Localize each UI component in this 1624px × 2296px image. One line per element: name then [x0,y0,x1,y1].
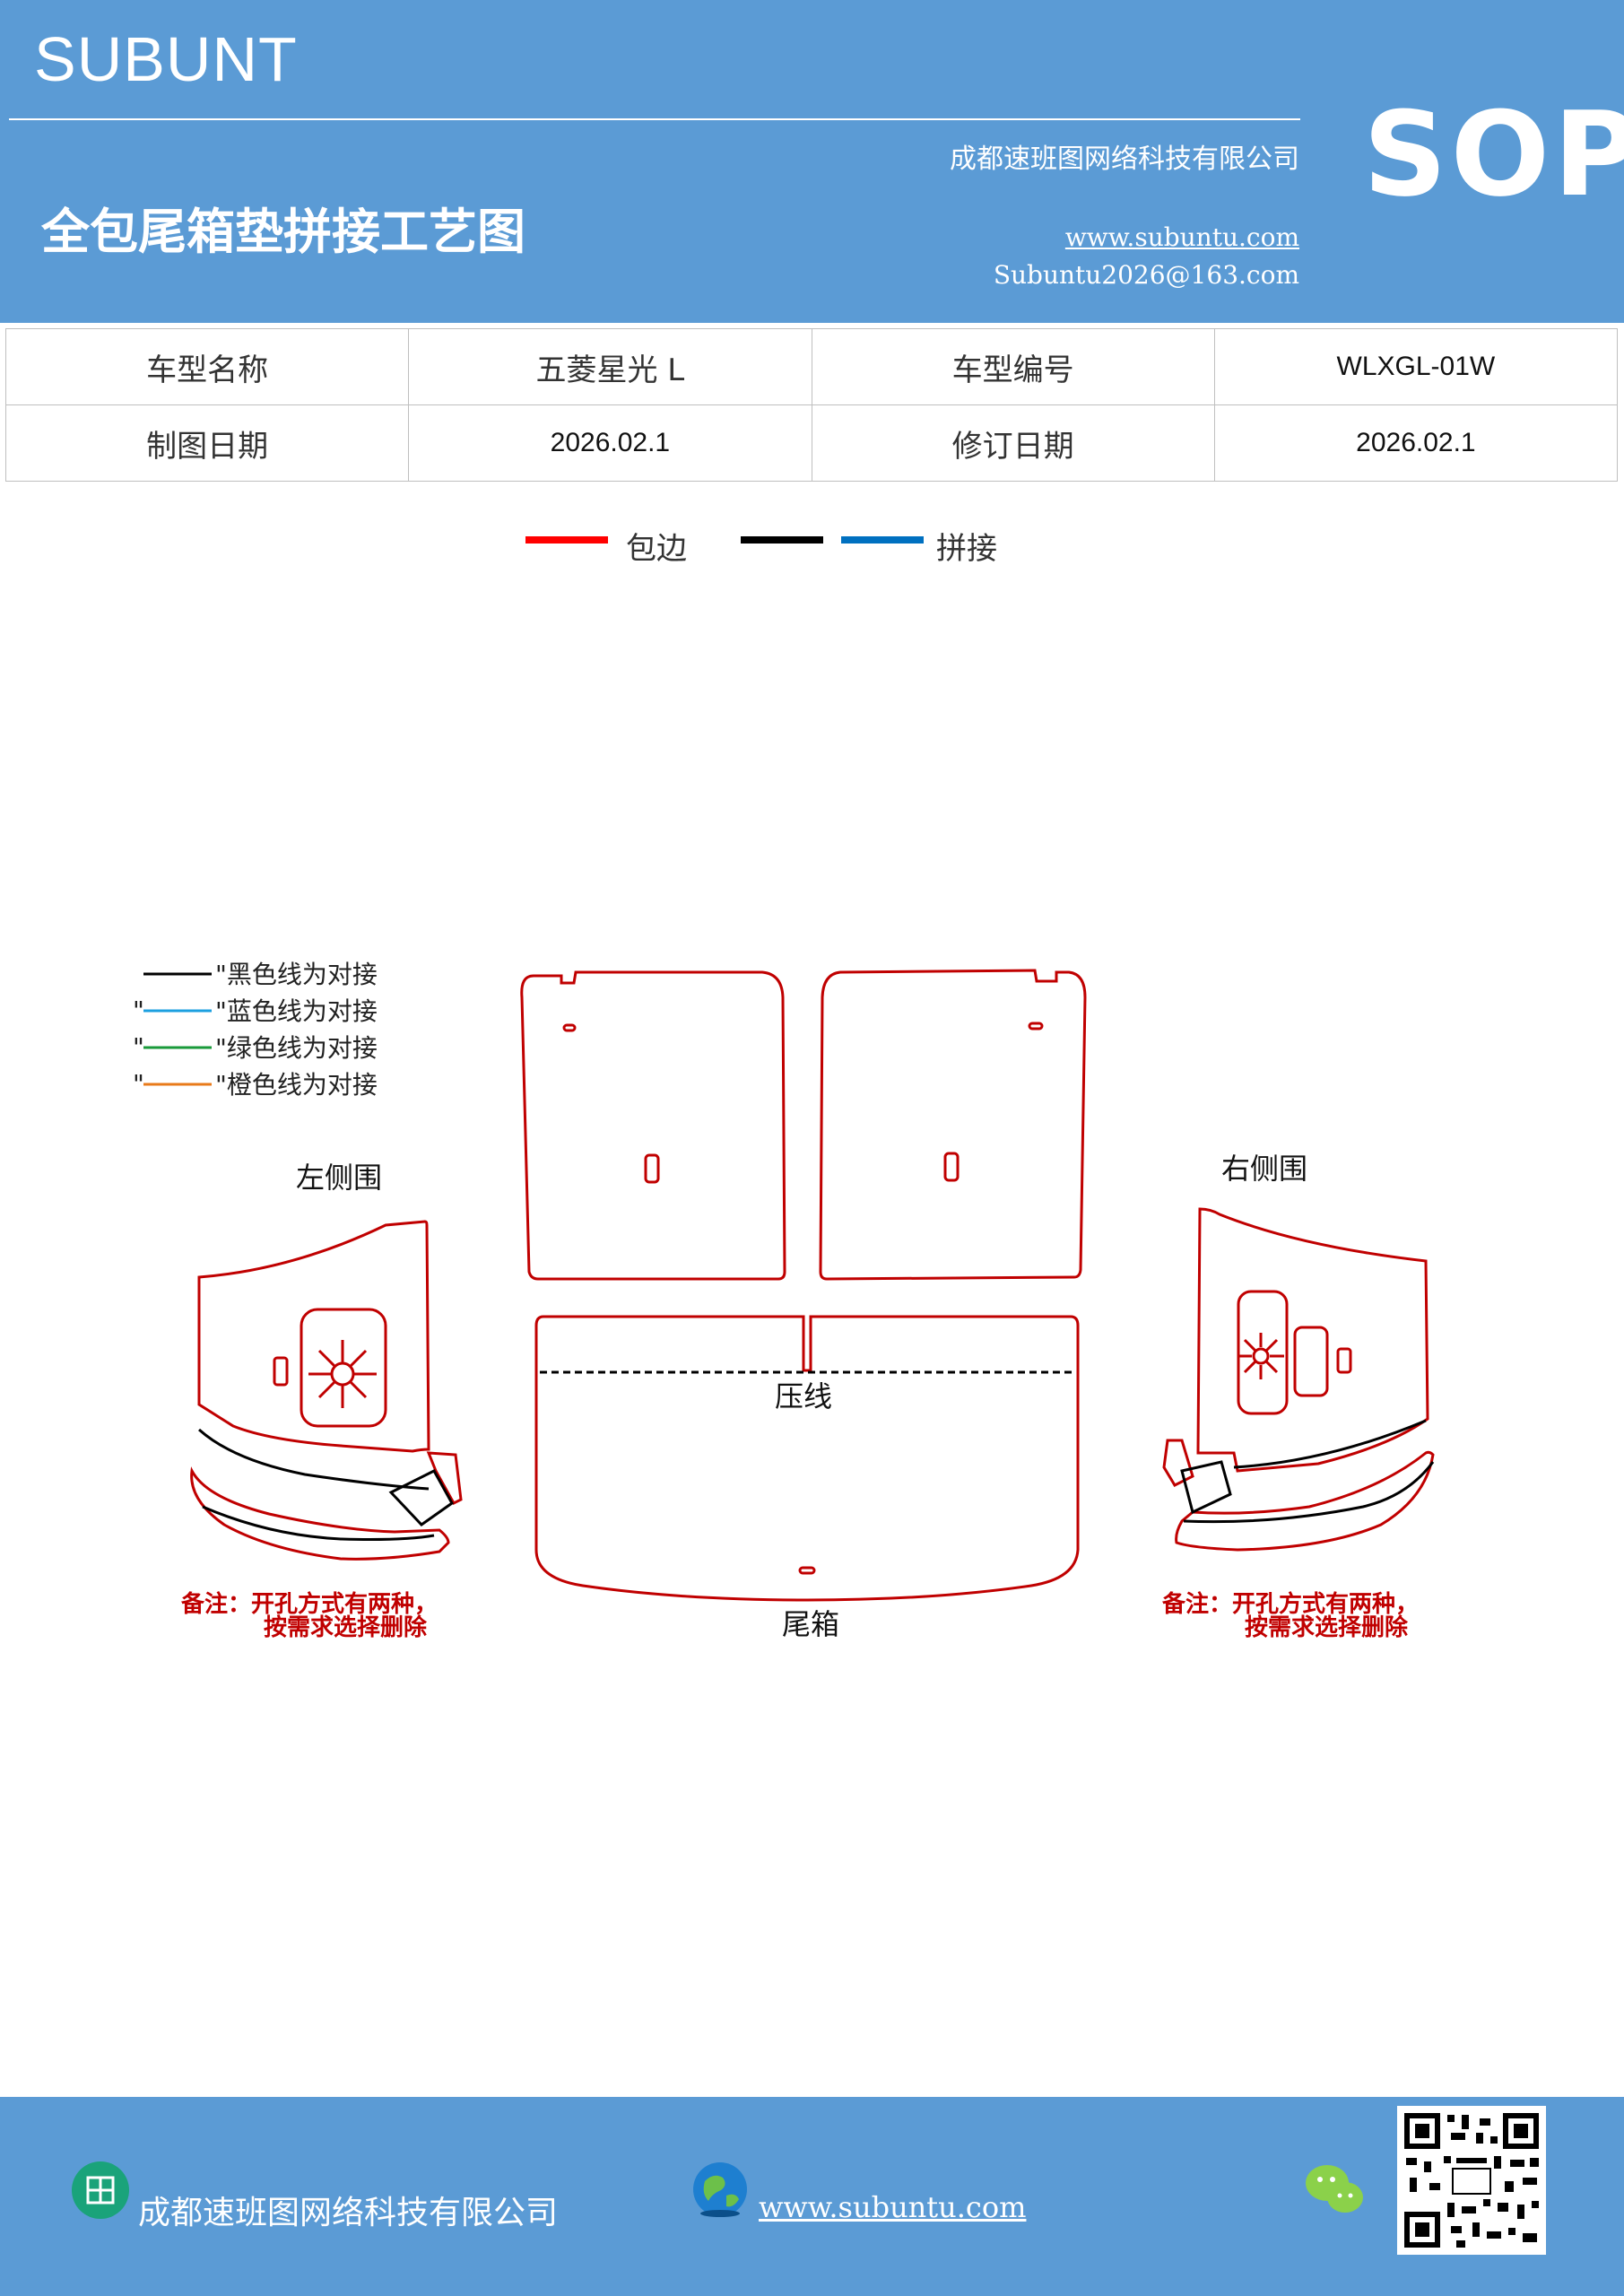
color-legend: 包边 拼接 [0,520,1624,574]
panel-right-side [1196,1207,1429,1473]
slot-hole [644,1153,660,1184]
panel-right-lower-strip [1175,1450,1435,1552]
globe-icon [690,2160,750,2219]
label-left-side: 左侧围 [296,1161,382,1195]
label-trunk: 尾箱 [782,1607,839,1641]
legend-quote: " [133,996,144,1025]
panel-left-tab [426,1451,463,1505]
note-right-line2: 按需求选择删除 [1245,1613,1409,1641]
slot-hole [798,1566,816,1575]
page-title: 全包尾箱垫拼接工艺图 [41,204,525,260]
panel-trunk-floor [534,1315,1080,1602]
label-cell: 车型名称 [4,328,410,405]
panel-top-right [819,969,1087,1281]
legend-label-join: 拼接 [936,531,997,567]
label-cell: 修订日期 [811,404,1215,482]
label-right-side: 右侧围 [1221,1152,1307,1186]
note-right-line1: 备注：开孔方式有两种， [1161,1590,1419,1618]
sun-pattern-icon [1238,1333,1284,1379]
label-crease: 压线 [775,1379,832,1413]
vehicle-info-table: 车型名称 五菱星光 L 车型编号 WLXGL-01W 制图日期 2026.02.… [4,328,1619,482]
slot-hole [943,1152,960,1182]
label-cell: 制图日期 [4,404,410,482]
table-row: 制图日期 2026.02.1 修订日期 2026.02.1 [4,404,1619,482]
qr-code[interactable] [1397,2106,1546,2255]
join-line-right-tab [1180,1460,1232,1515]
legend-red-swatch [525,536,608,544]
footer-website-link[interactable]: www.subuntu.com [759,2190,1027,2224]
wechat-icon[interactable] [1302,2161,1367,2222]
legend-black-swatch [741,536,823,544]
value-cell: 2026.02.1 [408,404,812,482]
legend-line-orange-label: "橙色线为对接 [215,1070,378,1100]
line-legend: "黑色线为对接 " "蓝色线为对接 " "绿色线为对接 " "橙色线为对接 [133,960,378,1100]
legend-line-green-label: "绿色线为对接 [215,1033,378,1063]
join-line-right [1233,1419,1427,1469]
slot-hole [273,1356,289,1387]
join-line-right-lower [1183,1461,1435,1524]
header-company: 成都速班图网络科技有限公司 [950,144,1299,175]
legend-line-black-label: "黑色线为对接 [215,960,378,989]
value-cell: 2026.02.1 [1213,404,1619,482]
join-line-left-tab [388,1469,454,1526]
pocket-left [300,1308,387,1428]
value-cell: 五菱星光 L [408,328,812,405]
note-left-line2: 按需求选择删除 [264,1613,428,1641]
footer-company: 成都速班图网络科技有限公司 [138,2195,559,2231]
pocket-right [1237,1290,1289,1415]
panel-left-lower-strip [190,1466,450,1561]
trunk-mat-drawing: "黑色线为对接 " "蓝色线为对接 " "绿色线为对接 " "橙色线为对接 [133,960,1435,1641]
sun-pattern-icon [308,1340,377,1408]
legend-quote: " [133,1032,144,1062]
legend-blue-swatch [841,536,924,544]
legend-quote: " [133,1069,144,1099]
join-line-left-lower [202,1505,435,1541]
building-icon [72,2161,129,2219]
join-line-left [198,1428,430,1491]
slot-hole [562,1023,577,1032]
panel-left-side [197,1220,430,1453]
sop-badge: SOP [1363,86,1624,222]
header-email: Subuntu2026@163.com [993,260,1299,290]
header-divider [9,118,1300,120]
table-row: 车型名称 五菱星光 L 车型编号 WLXGL-01W [4,328,1619,405]
value-cell: WLXGL-01W [1213,328,1619,405]
panel-right-tab [1162,1439,1194,1487]
legend-line-blue-label: "蓝色线为对接 [215,996,378,1026]
panel-top-left [520,970,786,1281]
slot-hole [1336,1347,1352,1374]
brand-logo-text: SUBUNT [34,24,298,94]
footer-banner: 成都速班图网络科技有限公司 www.subuntu.com [0,2097,1624,2296]
header-website-link[interactable]: www.subuntu.com [1064,222,1299,252]
label-cell: 车型编号 [811,328,1215,405]
legend-label-edge: 包边 [626,531,687,567]
slot-hole [1293,1326,1329,1397]
note-left-line1: 备注：开孔方式有两种， [180,1590,438,1618]
slot-hole [1028,1022,1044,1031]
header-banner: SUBUNT 成都速班图网络科技有限公司 全包尾箱垫拼接工艺图 www.subu… [0,0,1624,323]
